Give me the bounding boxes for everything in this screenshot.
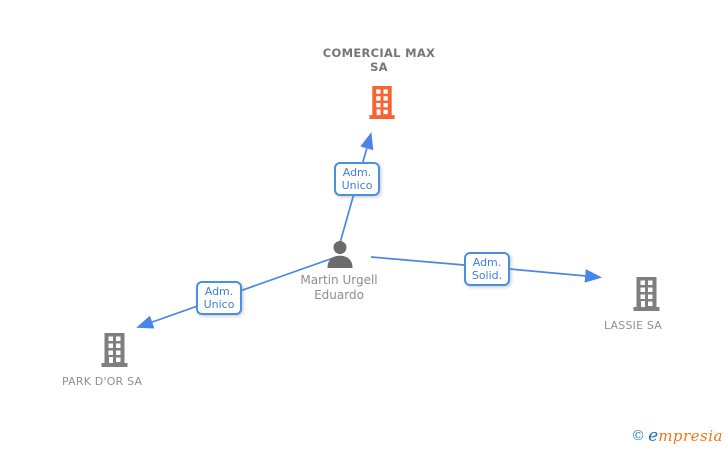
- edge-label-adm-solid-right: Adm. Solid.: [464, 252, 510, 286]
- brand-initial: e: [648, 426, 659, 446]
- node-label-park-dor: PARK D'OR SA: [62, 375, 143, 388]
- node-martin-urgell-eduardo[interactable]: [326, 240, 354, 272]
- building-icon: [99, 333, 130, 371]
- brand-name: mpresia: [658, 427, 723, 445]
- node-lassie[interactable]: LASSIE SA: [604, 277, 675, 332]
- node-label-lassie: LASSIE SA: [603, 319, 663, 332]
- node-comercial-max[interactable]: [366, 86, 398, 123]
- empresia-logo[interactable]: ©empresia: [631, 426, 723, 446]
- edge-label-adm-unico-left: Adm. Unico: [196, 281, 242, 315]
- node-label-comercial-max[interactable]: COMERCIAL MAX SA: [322, 46, 436, 74]
- building-icon: [631, 277, 662, 315]
- person-icon: [326, 241, 354, 272]
- node-label-martin-urgell-eduardo[interactable]: Martin Urgell Eduardo: [300, 273, 378, 302]
- node-park-dor[interactable]: PARK D'OR SA: [62, 333, 142, 388]
- edge-label-adm-unico-top: Adm. Unico: [334, 162, 380, 196]
- copyright-icon: ©: [631, 428, 646, 444]
- building-icon: [366, 86, 398, 123]
